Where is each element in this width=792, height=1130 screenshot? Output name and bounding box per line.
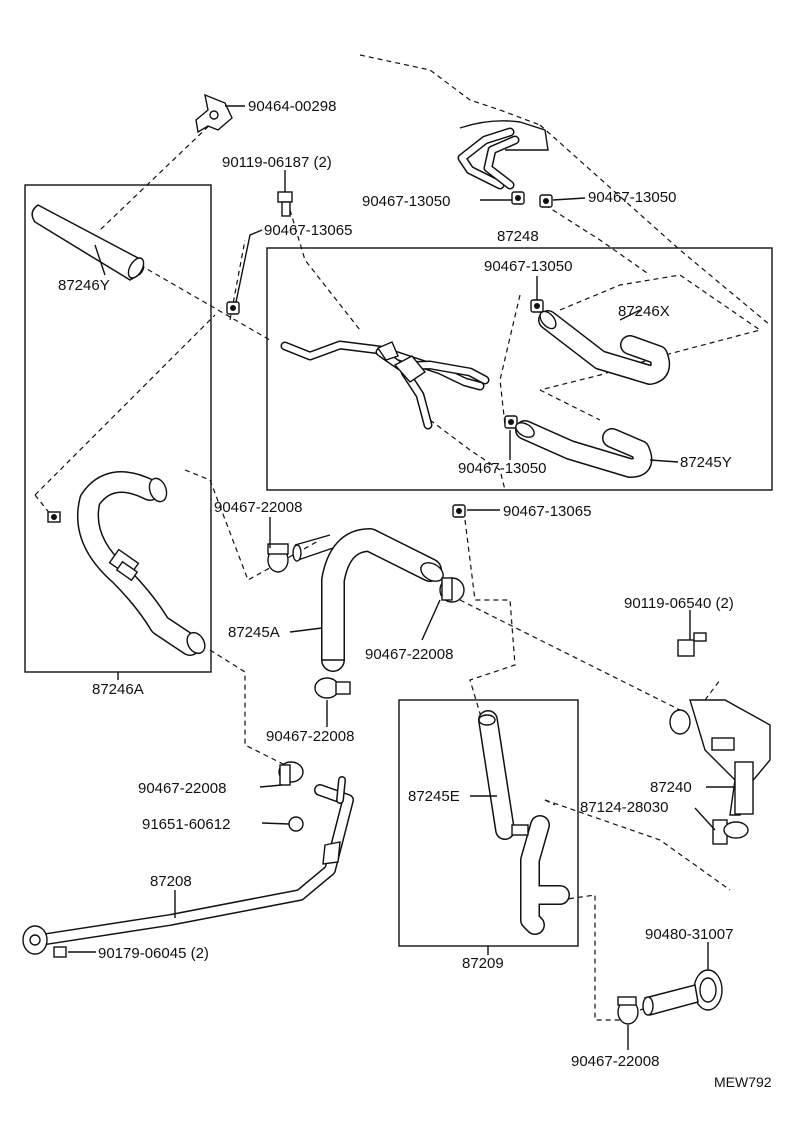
hose-87246X (538, 310, 671, 385)
label-90119-06187: 90119-06187 (2) (222, 154, 332, 171)
clamp-90467-22008-b (439, 577, 465, 603)
engine-outline (359, 54, 549, 190)
clamp-87124-28030 (712, 819, 749, 845)
label-87248: 87248 (497, 228, 539, 245)
clip-left (47, 511, 61, 523)
label-90119-06540: 90119-06540 (2) (624, 595, 734, 612)
label-90467-13050-a: 90467-13050 (362, 193, 450, 210)
label-90467-22008-b: 90467-22008 (365, 646, 453, 663)
hose-87246A (77, 471, 206, 656)
label-87246Y: 87246Y (58, 277, 110, 294)
bolt-90179-06045 (53, 946, 67, 958)
label-87240: 87240 (650, 779, 692, 796)
label-87209: 87209 (462, 955, 504, 972)
hose-87245Y (515, 420, 653, 478)
clamp-90467-22008-a (267, 534, 334, 573)
label-90467-22008-e: 90467-22008 (571, 1053, 659, 1070)
label-90467-22008-a: 90467-22008 (214, 499, 302, 516)
clip-90464-00298 (195, 93, 233, 134)
label-90464-00298: 90464-00298 (248, 98, 336, 115)
label-leaders (68, 105, 735, 1050)
label-90467-13050-b: 90467-13050 (588, 189, 676, 206)
connection-lines (34, 119, 771, 1021)
hose-87245E (478, 710, 515, 840)
clamp-90467-22008-e (617, 996, 639, 1025)
label-90179-06045: 90179-06045 (2) (98, 945, 209, 962)
clamp-90467-22008-d (278, 761, 304, 786)
label-90467-13050-c: 90467-13050 (484, 258, 572, 275)
pipe-87208 (22, 776, 354, 955)
pipe-assembly-87248 (280, 340, 490, 430)
hose-87245A (321, 528, 444, 672)
pipe-87209 (511, 815, 570, 935)
clamp-90467-13065-b (452, 504, 466, 518)
clamp-90467-22008-c (314, 677, 351, 699)
grommet-90480-31007 (642, 969, 723, 1016)
label-87245Y: 87245Y (680, 454, 732, 471)
label-90467-22008-d: 90467-22008 (138, 780, 226, 797)
valve-87240 (669, 699, 771, 816)
clamp-90467-13050-a (511, 191, 525, 205)
label-87246A: 87246A (92, 681, 144, 698)
bolt-90119-06187 (277, 191, 293, 217)
clamp-90467-13050-c (530, 299, 544, 313)
label-87208: 87208 (150, 873, 192, 890)
label-90467-13065-b: 90467-13065 (503, 503, 591, 520)
label-87246X: 87246X (618, 303, 670, 320)
plug-91651-60612 (288, 816, 304, 832)
clamp-90467-13050-d (504, 415, 518, 429)
label-90480-31007: 90480-31007 (645, 926, 733, 943)
hose-87246Y (31, 204, 145, 281)
group-box-87248 (266, 247, 773, 491)
label-87245A: 87245A (228, 624, 280, 641)
diagram-code: MEW792 (714, 1074, 772, 1090)
label-90467-22008-c: 90467-22008 (266, 728, 354, 745)
label-87124-28030: 87124-28030 (580, 799, 668, 816)
bolt-90119-06540 (677, 632, 707, 657)
clamp-90467-13065-a (226, 301, 240, 315)
label-90467-13050-d: 90467-13050 (458, 460, 546, 477)
label-91651-60612: 91651-60612 (142, 816, 230, 833)
label-90467-13065-a: 90467-13065 (264, 222, 352, 239)
clamp-90467-13050-b (539, 194, 553, 208)
label-87245E: 87245E (408, 788, 460, 805)
